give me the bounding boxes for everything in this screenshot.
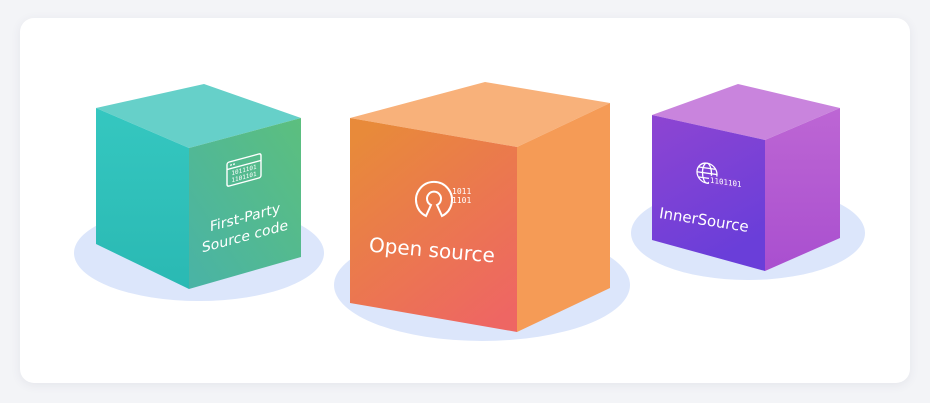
svg-text:1101: 1101 [452,196,471,205]
cube-face-right [517,103,610,332]
cube-innersource: 1101101 InnerSource [631,84,865,280]
cube-face-top [96,84,301,148]
svg-text:1011: 1011 [452,187,471,196]
cube-face-left [350,118,517,332]
cube-face-front [189,118,301,289]
cube-open-source: 1011 1101 Open source [334,82,630,341]
cube-face-top [652,84,840,140]
svg-text:1101101: 1101101 [710,176,742,189]
cube-face-right [765,108,840,271]
cube-face-front [652,115,765,271]
cube-first-party: 1011101 1101101 First-Party Source code [74,84,324,301]
cube-face-left [96,108,189,289]
open-source-logo-icon: 1011 1101 [415,180,471,218]
globe-binary-icon: 1101101 [696,162,742,189]
code-window-icon: 1011101 1101101 [226,153,262,187]
cube-face-top [350,82,610,147]
